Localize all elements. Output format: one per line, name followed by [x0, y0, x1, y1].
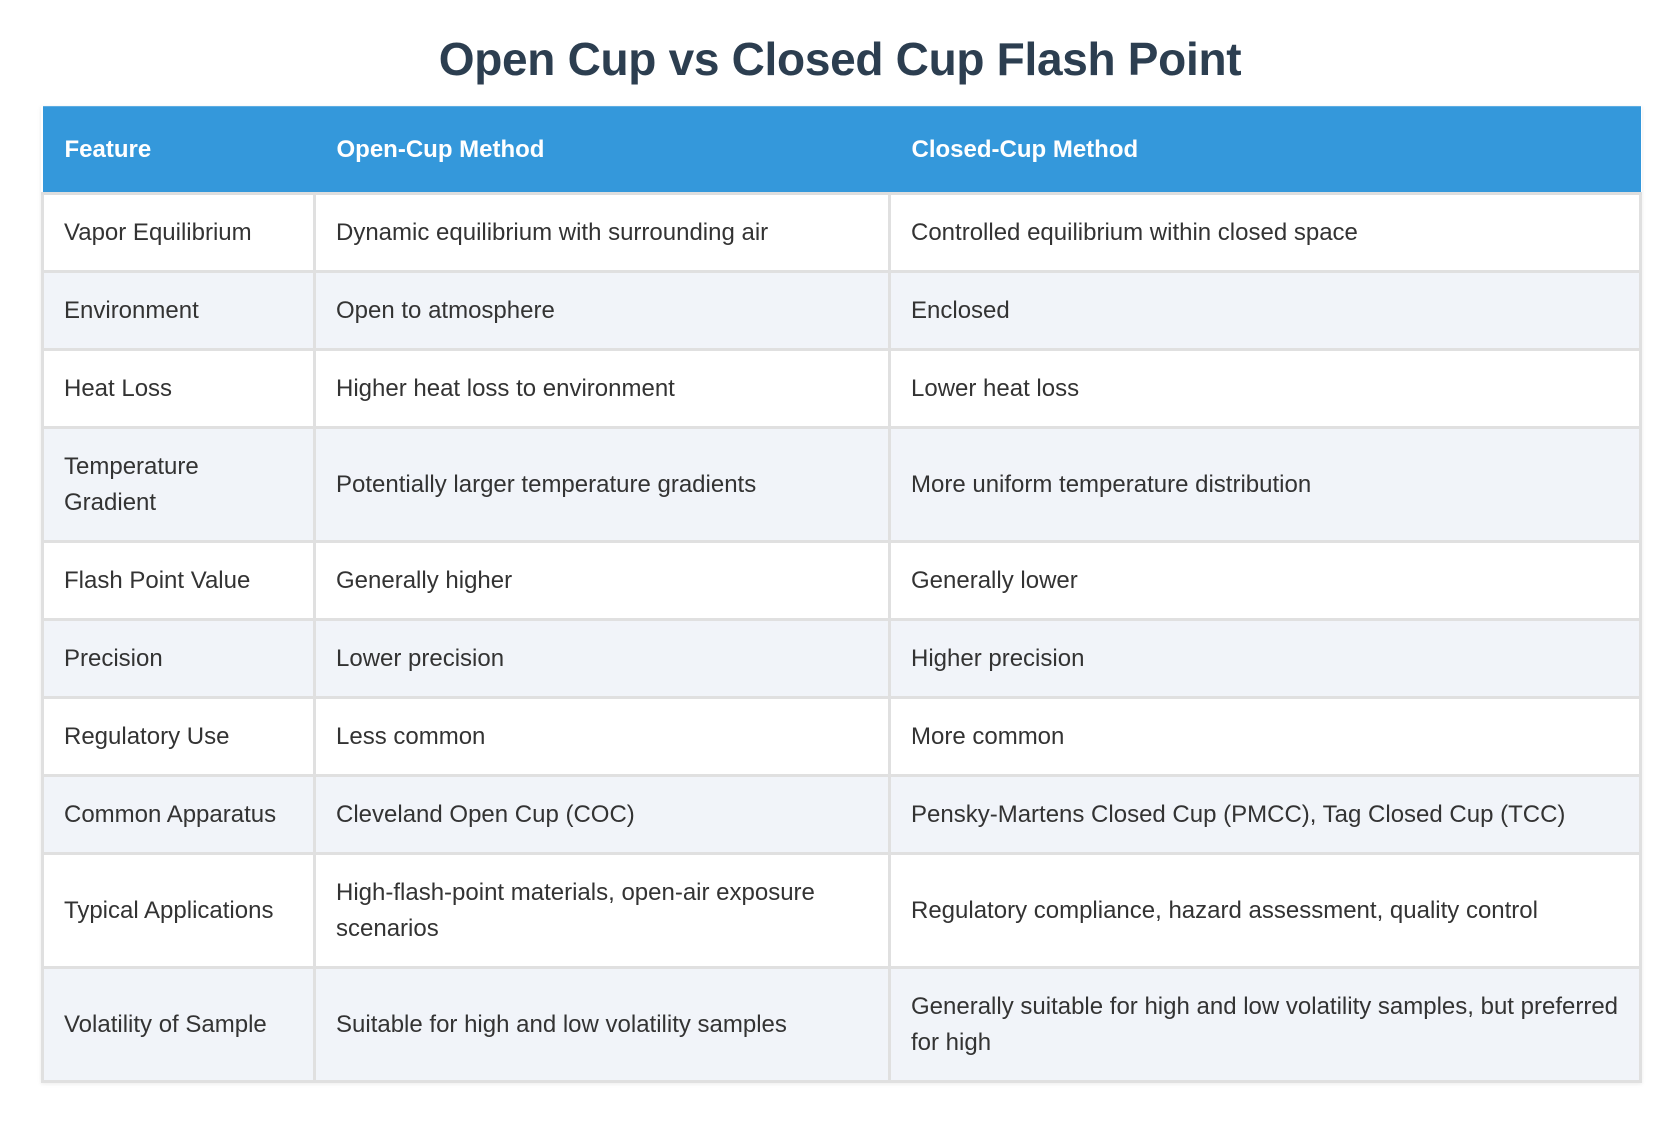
closed-cup-cell: Higher precision [888, 619, 1642, 699]
closed-cup-cell: Controlled equilibrium within closed spa… [888, 193, 1642, 273]
feature-cell: Temperature Gradient [41, 427, 316, 543]
table-row: Temperature Gradient Potentially larger … [41, 427, 1642, 543]
table-row: Flash Point Value Generally higher Gener… [41, 541, 1642, 621]
table-row: Vapor Equilibrium Dynamic equilibrium wi… [41, 193, 1642, 273]
table-body: Vapor Equilibrium Dynamic equilibrium wi… [41, 193, 1642, 1083]
open-cup-cell: Less common [313, 697, 891, 777]
feature-cell: Common Apparatus [41, 775, 316, 855]
closed-cup-cell: More common [888, 697, 1642, 777]
open-cup-cell: Suitable for high and low volatility sam… [313, 967, 891, 1083]
page-title: Open Cup vs Closed Cup Flash Point [438, 33, 1242, 85]
open-cup-cell: High-flash-point materials, open-air exp… [313, 853, 891, 969]
column-header-open-cup: Open-Cup Method [314, 106, 890, 195]
open-cup-cell: Lower precision [313, 619, 891, 699]
open-cup-cell: Dynamic equilibrium with surrounding air [313, 193, 891, 273]
open-cup-cell: Higher heat loss to environment [313, 349, 891, 429]
feature-cell: Flash Point Value [41, 541, 316, 621]
table-header: Feature Open-Cup Method Closed-Cup Metho… [42, 106, 1641, 195]
feature-cell: Volatility of Sample [41, 967, 316, 1083]
table-row: Regulatory Use Less common More common [41, 697, 1642, 777]
closed-cup-cell: Lower heat loss [888, 349, 1642, 429]
closed-cup-cell: Generally lower [888, 541, 1642, 621]
open-cup-cell: Generally higher [313, 541, 891, 621]
column-header-closed-cup: Closed-Cup Method [889, 106, 1641, 195]
feature-cell: Precision [41, 619, 316, 699]
closed-cup-cell: Pensky-Martens Closed Cup (PMCC), Tag Cl… [888, 775, 1642, 855]
closed-cup-cell: Generally suitable for high and low vola… [888, 967, 1642, 1083]
feature-cell: Vapor Equilibrium [41, 193, 316, 273]
closed-cup-cell: More uniform temperature distribution [888, 427, 1642, 543]
feature-cell: Heat Loss [41, 349, 316, 429]
open-cup-cell: Open to atmosphere [313, 271, 891, 351]
table-row: Precision Lower precision Higher precisi… [41, 619, 1642, 699]
feature-cell: Typical Applications [41, 853, 316, 969]
table-row: Typical Applications High-flash-point ma… [41, 853, 1642, 969]
comparison-table: Feature Open-Cup Method Closed-Cup Metho… [41, 106, 1642, 1083]
table-row: Environment Open to atmosphere Enclosed [41, 271, 1642, 351]
feature-cell: Environment [41, 271, 316, 351]
header-row: Feature Open-Cup Method Closed-Cup Metho… [42, 106, 1641, 195]
table-row: Volatility of Sample Suitable for high a… [41, 967, 1642, 1083]
column-header-feature: Feature [42, 106, 315, 195]
closed-cup-cell: Enclosed [888, 271, 1642, 351]
table-row: Common Apparatus Cleveland Open Cup (COC… [41, 775, 1642, 855]
table-row: Heat Loss Higher heat loss to environmen… [41, 349, 1642, 429]
open-cup-cell: Potentially larger temperature gradients [313, 427, 891, 543]
closed-cup-cell: Regulatory compliance, hazard assessment… [888, 853, 1642, 969]
feature-cell: Regulatory Use [41, 697, 316, 777]
open-cup-cell: Cleveland Open Cup (COC) [313, 775, 891, 855]
